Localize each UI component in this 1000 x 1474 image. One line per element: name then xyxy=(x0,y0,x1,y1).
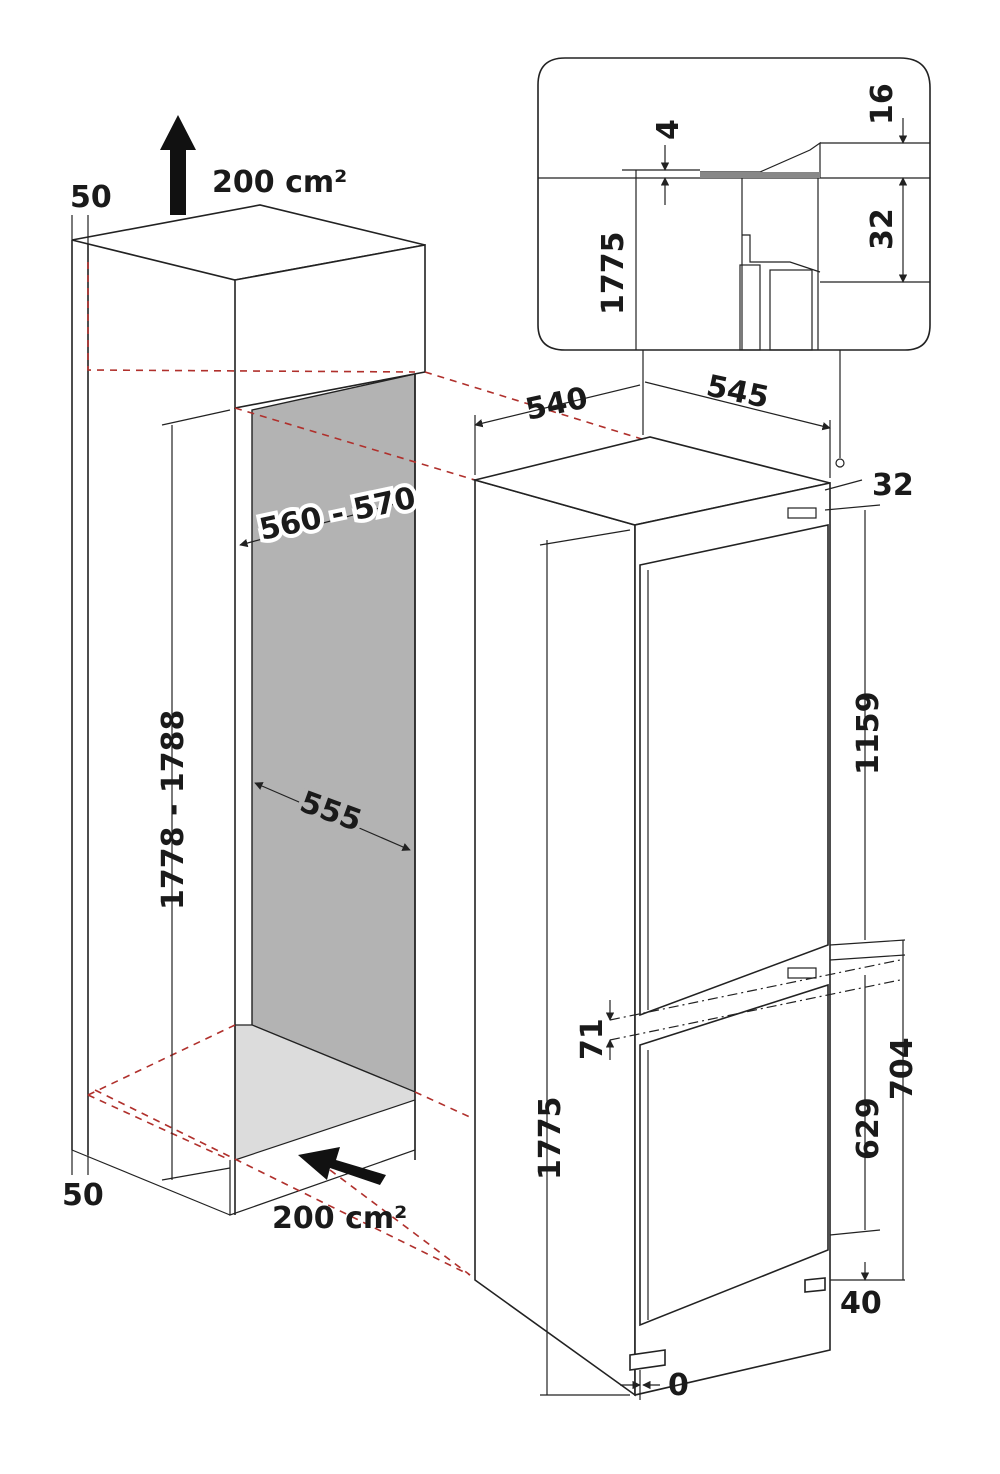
appliance-side xyxy=(474,478,636,1397)
top-vent-area-label: 200 cm² xyxy=(212,165,347,200)
cabinet-niche xyxy=(71,204,646,1276)
top-gap-label: 50 xyxy=(70,180,112,215)
niche-height-label: 1778 - 1788 xyxy=(156,710,191,910)
detail-inset: 1775 4 16 32 xyxy=(537,57,931,351)
upper-door-height-label: 1159 xyxy=(851,692,886,776)
lower-section-height-label: 704 xyxy=(885,1037,920,1100)
top-offset-label: 32 xyxy=(872,468,914,503)
lower-door xyxy=(639,983,829,1327)
bottom-hinge xyxy=(629,1349,666,1371)
appliance-width-label: 540 xyxy=(522,381,591,428)
appliance-depth-label: 545 xyxy=(703,369,772,416)
total-height-label: 1775 xyxy=(533,1097,568,1181)
inset-hinge-gap-label: 4 xyxy=(651,119,686,140)
inset-height-label: 1775 xyxy=(596,232,631,316)
front-offset-label: 0 xyxy=(668,1368,689,1403)
lower-door-height-label: 629 xyxy=(851,1097,886,1160)
bottom-vent-area-label: 200 cm² xyxy=(272,1201,407,1236)
niche-back-wall xyxy=(251,373,416,1094)
bottom-offset-label: 40 xyxy=(840,1286,882,1321)
vent-out-arrow-icon xyxy=(160,115,196,215)
inset-bracket-height-label: 32 xyxy=(865,208,900,250)
inset-top-gap-label: 16 xyxy=(865,83,900,125)
appliance xyxy=(471,436,831,1397)
bottom-gap-label: 50 xyxy=(62,1178,104,1213)
door-gap-label: 71 xyxy=(575,1018,610,1060)
upper-door xyxy=(639,524,829,1017)
vent-in-arrow-icon xyxy=(298,1147,386,1185)
top-hinge xyxy=(787,507,817,519)
middle-hinge xyxy=(787,967,817,979)
